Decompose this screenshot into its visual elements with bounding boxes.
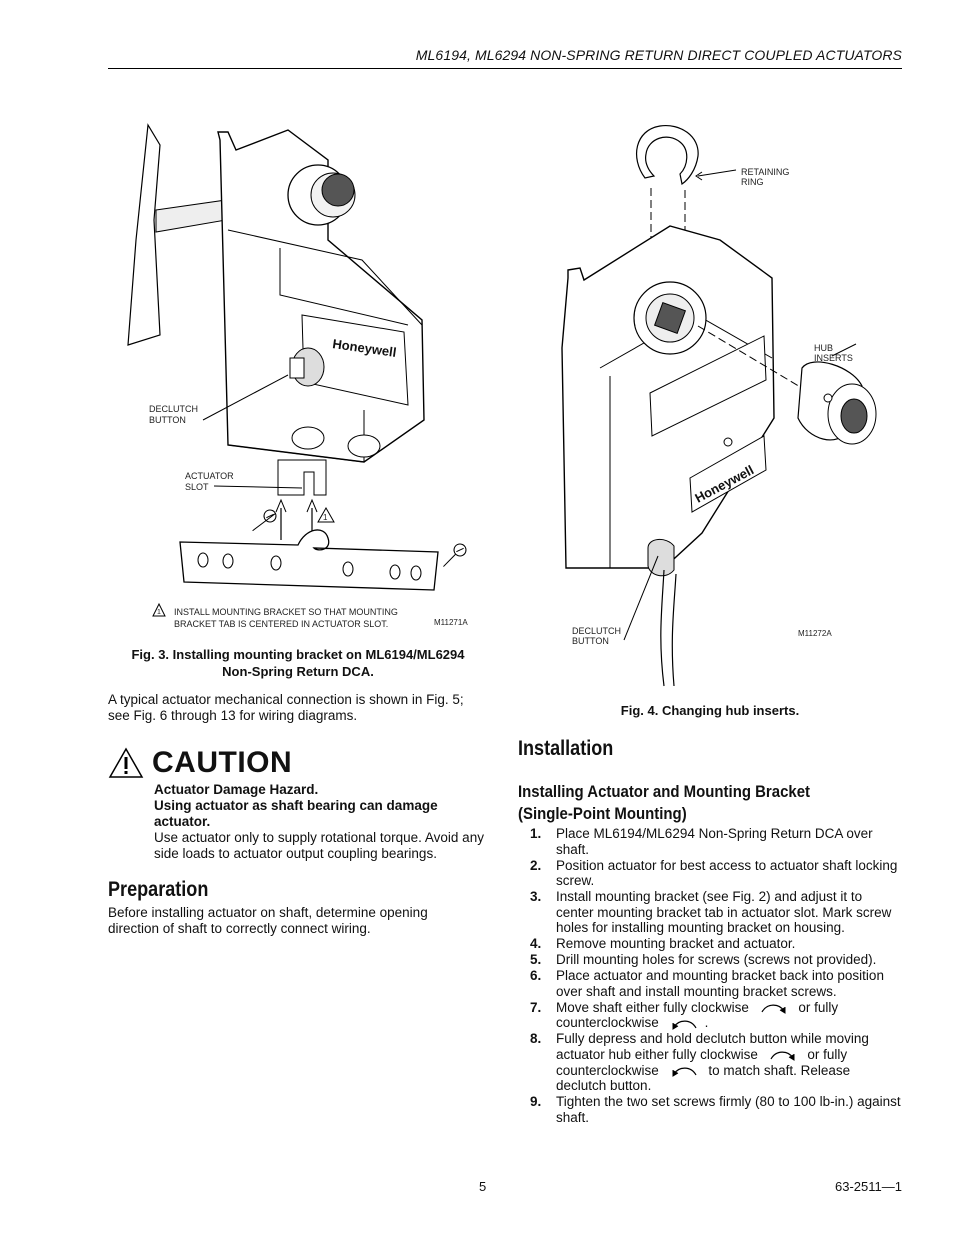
list-item: 5.Drill mounting holes for screws (screw… — [530, 952, 877, 968]
document-number: 63-2511—1 — [835, 1179, 902, 1194]
svg-text:BUTTON: BUTTON — [572, 636, 609, 646]
svg-text:ACTUATOR: ACTUATOR — [185, 471, 234, 481]
svg-text:RING: RING — [741, 177, 764, 187]
header-rule — [108, 68, 902, 69]
list-item: 1.Place ML6194/ML6294 Non-Spring Return … — [530, 826, 873, 857]
list-item: 9.Tighten the two set screws firmly (80 … — [530, 1094, 901, 1125]
svg-text:BUTTON: BUTTON — [149, 415, 186, 425]
list-item: 4.Remove mounting bracket and actuator. — [530, 936, 796, 952]
page-number: 5 — [479, 1179, 487, 1194]
list-item: 7. Move shaft either fully clockwise or … — [530, 999, 839, 1031]
running-header: ML6194, ML6294 NON-SPRING RETURN DIRECT … — [415, 47, 902, 63]
preparation-text: Before installing actuator on shaft, det… — [108, 905, 428, 936]
installation-heading: Installation — [518, 737, 614, 760]
svg-text:M11271A: M11271A — [434, 618, 468, 627]
fig4-illustration: Honeywell RETAINING RING HUB INSERTS DEC… — [540, 118, 900, 688]
clockwise-icon — [770, 1052, 795, 1062]
caution-hazard: Actuator Damage Hazard. — [154, 782, 319, 797]
list-item: 3.Install mounting bracket (see Fig. 2) … — [530, 889, 892, 936]
svg-text:DECLUTCH: DECLUTCH — [572, 626, 621, 636]
svg-text:SLOT: SLOT — [185, 482, 209, 492]
fig3-caption: Fig. 3. Installing mounting bracket on M… — [131, 647, 465, 679]
counterclockwise-icon — [672, 1067, 697, 1077]
preparation-heading: Preparation — [108, 878, 209, 901]
installation-steps: 1.Place ML6194/ML6294 Non-Spring Return … — [518, 826, 903, 1126]
list-item: 8. Fully depress and hold declutch butto… — [530, 1031, 869, 1094]
svg-text:1: 1 — [157, 609, 161, 616]
svg-text:INSTALL MOUNTING BRACKET SO TH: INSTALL MOUNTING BRACKET SO THAT MOUNTIN… — [174, 607, 398, 617]
intro-paragraph: A typical actuator mechanical connection… — [108, 692, 464, 723]
fig3-illustration: Honeywell 1 — [108, 120, 488, 640]
svg-text:BRACKET TAB IS CENTERED IN ACT: BRACKET TAB IS CENTERED IN ACTUATOR SLOT… — [174, 619, 388, 629]
installation-subheading: Installing Actuator and Mounting Bracket… — [518, 782, 811, 823]
svg-text:HUB: HUB — [814, 343, 833, 353]
caution-instruction: Use actuator only to supply rotational t… — [154, 830, 484, 861]
svg-text:M11272A: M11272A — [798, 629, 832, 638]
svg-text:INSERTS: INSERTS — [814, 353, 853, 363]
counterclockwise-icon — [672, 1020, 697, 1030]
svg-text:1: 1 — [323, 513, 328, 522]
caution-title: CAUTION — [152, 746, 293, 779]
list-item: 2.Position actuator for best access to a… — [530, 857, 898, 889]
fig4-caption: Fig. 4. Changing hub inserts. — [620, 703, 800, 718]
svg-text:DECLUTCH: DECLUTCH — [149, 404, 198, 414]
list-item: 6.Place actuator and mounting bracket ba… — [530, 968, 884, 999]
clockwise-icon — [761, 1004, 786, 1015]
svg-text:RETAINING: RETAINING — [741, 167, 789, 177]
warning-triangle-icon — [108, 747, 144, 778]
caution-warning: Using actuator as shaft bearing can dama… — [154, 798, 438, 829]
caution-box: CAUTION Actuator Damage Hazard. Using ac… — [108, 746, 488, 862]
